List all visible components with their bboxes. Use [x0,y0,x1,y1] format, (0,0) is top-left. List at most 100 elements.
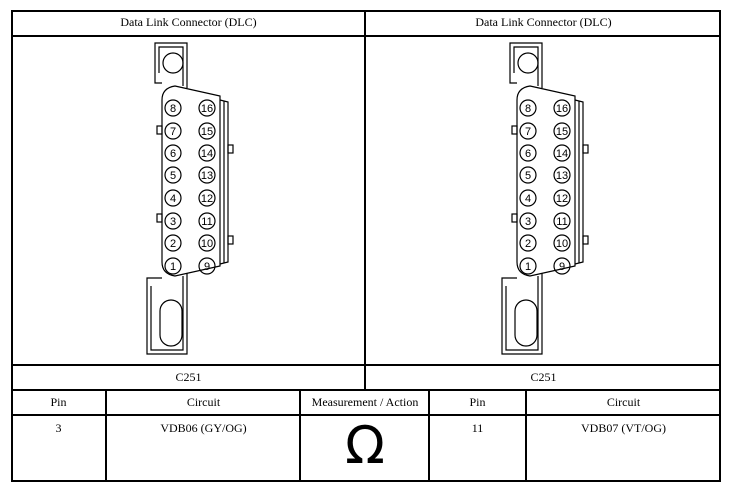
latch-notch-right-1 [227,235,234,245]
pin-label-16: 16 [201,103,213,115]
bottom-mount-tab [146,268,188,355]
connector-row-line [11,389,721,391]
row-pin-a: 3 [55,421,62,435]
row-circuit-a: VDB06 (GY/OG) [160,421,247,435]
pin-3 [164,212,182,230]
latch-notch-right-0 [582,144,589,154]
header-pin-b: Pin [469,395,486,409]
pin-label-7: 7 [525,126,531,138]
pin-5 [519,166,537,184]
row-pin-b: 11 [471,421,484,435]
pin-4 [164,189,182,207]
pin-label-4: 4 [525,193,531,205]
pin-label-12: 12 [556,193,568,205]
pin-label-8: 8 [170,103,176,115]
pin-6 [164,144,182,162]
bottom-mount-slot [514,299,538,347]
pin-15 [553,122,571,140]
title-row-line [11,35,721,37]
image-bottom-line [11,364,721,366]
row-circuit-b: VDB07 (VT/OG) [581,421,666,435]
pin-7 [164,122,182,140]
pin-label-5: 5 [525,170,531,182]
pin-13 [198,166,216,184]
table-col-line-3 [428,389,430,482]
pin-3 [519,212,537,230]
latch-notch-right-1 [582,235,589,245]
pin-1 [164,257,182,275]
header-pin-a: Pin [50,395,67,409]
pin-7 [519,122,537,140]
bottom-mount-slot [159,299,183,347]
pin-2 [164,234,182,252]
pin-11 [198,212,216,230]
pin-label-16: 16 [556,103,568,115]
latch-notch-left-1 [156,213,163,223]
pin-8 [164,99,182,117]
pin-label-9: 9 [204,261,210,273]
top-mount-tab [509,42,543,88]
diagram-frame [11,10,721,482]
pin-1 [519,257,537,275]
header-circuit-a: Circuit [186,395,221,409]
pin-label-6: 6 [170,148,176,160]
pin-15 [198,122,216,140]
pin-label-1: 1 [525,261,531,273]
pin-5 [164,166,182,184]
pin-label-2: 2 [170,238,176,250]
pin-label-4: 4 [170,193,176,205]
bottom-mount-inner [150,276,184,351]
pin-label-6: 6 [525,148,531,160]
panel-title-right: Data Link Connector (DLC) [475,15,612,29]
pin-16 [553,99,571,117]
latch-notch-right-0 [227,144,234,154]
header-measurement: Measurement / Action [311,395,419,409]
latch-notch-left-0 [156,125,163,135]
latch-notch-left-1 [511,213,518,223]
pin-label-14: 14 [556,148,568,160]
pin-4 [519,189,537,207]
pin-12 [553,189,571,207]
pin-2 [519,234,537,252]
pin-10 [553,234,571,252]
table-col-line-2 [299,389,301,482]
table-col-line-1 [105,389,107,482]
pin-10 [198,234,216,252]
pin-label-1: 1 [170,261,176,273]
bottom-mount-inner [505,276,539,351]
pin-label-11: 11 [201,216,212,228]
bottom-mount-tab [501,268,543,355]
top-mount-tab [154,42,188,88]
pin-11 [553,212,571,230]
pin-label-3: 3 [525,216,531,228]
pin-label-11: 11 [556,216,567,228]
pin-6 [519,144,537,162]
pin-label-9: 9 [559,261,565,273]
pin-label-12: 12 [201,193,213,205]
connector-id-left: C251 [175,370,202,384]
pin-label-10: 10 [201,238,213,250]
pin-label-7: 7 [170,126,176,138]
pin-14 [553,144,571,162]
pin-13 [553,166,571,184]
pin-label-10: 10 [556,238,568,250]
table-col-line-4 [525,389,527,482]
pin-label-15: 15 [201,126,213,138]
panel-divider [364,10,366,390]
pin-label-5: 5 [170,170,176,182]
pin-8 [519,99,537,117]
latch-notch-left-0 [511,125,518,135]
panel-title-left: Data Link Connector (DLC) [120,15,257,29]
pin-label-13: 13 [201,170,213,182]
ohm-symbol: Ω [345,416,385,476]
table-header-line [11,414,721,416]
pin-14 [198,144,216,162]
top-mount-hole [162,52,184,74]
pin-label-14: 14 [201,148,213,160]
pin-label-8: 8 [525,103,531,115]
pin-label-2: 2 [525,238,531,250]
header-circuit-b: Circuit [606,395,641,409]
pin-9 [553,257,571,275]
